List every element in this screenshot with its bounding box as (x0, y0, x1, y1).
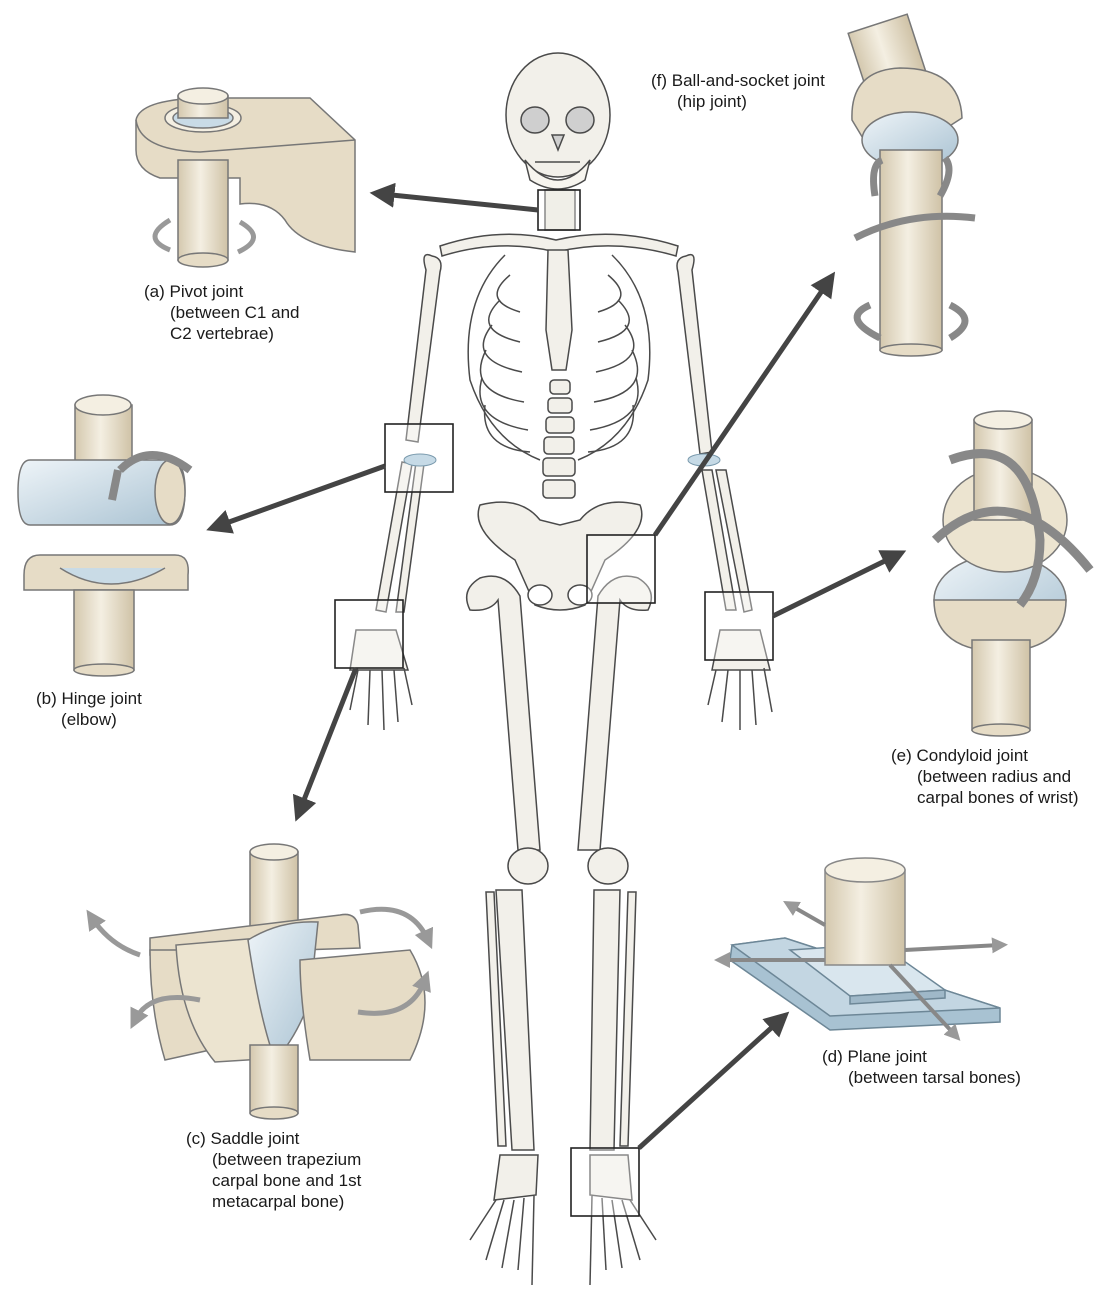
rib-cage (467, 254, 651, 461)
left-femur (465, 575, 541, 851)
condyloid-title: (e) Condyloid joint (891, 746, 1029, 765)
saddle-title: (c) Saddle joint (186, 1129, 300, 1148)
box-ankle (570, 1147, 640, 1217)
region-boxes (334, 189, 774, 1217)
label-saddle-joint: (c) Saddle joint (between trapezium carp… (186, 1128, 361, 1212)
left-hand (349, 629, 413, 731)
saddle-desc-2: carpal bone and 1st (212, 1171, 362, 1190)
saddle-desc-3: metacarpal bone) (212, 1192, 345, 1211)
ball-title: (f) Ball-and-socket joint (651, 71, 825, 90)
arrow-to-saddle (292, 667, 359, 822)
condyloid-desc-2: carpal bones of wrist) (917, 788, 1079, 807)
arrow-to-ball (652, 271, 836, 537)
label-ball-and-socket-joint: (f) Ball-and-socket joint (hip joint) (651, 70, 825, 112)
left-humerus (405, 253, 442, 443)
vertebral-column (542, 379, 576, 499)
right-humerus (676, 253, 713, 455)
elbow-cartilage (403, 453, 437, 467)
right-patella (587, 847, 629, 885)
saddle-joint-model (86, 843, 434, 1120)
sternum (545, 249, 573, 371)
clavicles (439, 233, 679, 257)
label-condyloid-joint: (e) Condyloid joint (between radius and … (891, 745, 1079, 808)
right-forearm (701, 469, 753, 613)
leader-arrows (206, 182, 907, 1150)
pelvis (477, 501, 643, 611)
box-hip (586, 534, 656, 604)
plane-desc: (between tarsal bones) (848, 1068, 1021, 1087)
hinge-desc: (elbow) (61, 710, 117, 729)
pivot-desc-2: C2 vertebrae) (170, 324, 274, 343)
left-fibula (485, 891, 507, 1147)
arrow-to-plane (637, 1011, 790, 1150)
cervical-vertebrae (544, 189, 576, 231)
pivot-desc-1: (between C1 and (170, 303, 300, 322)
condyloid-joint-model (931, 410, 1094, 737)
condyloid-desc-1: (between radius and (917, 767, 1072, 786)
pivot-joint-model (135, 87, 356, 268)
hinge-title: (b) Hinge joint (36, 689, 142, 708)
hinge-joint-model (17, 394, 193, 677)
arrow-to-condyloid (771, 550, 907, 619)
box-left-wrist (334, 599, 404, 669)
ball-desc: (hip joint) (677, 92, 747, 111)
right-foot (589, 1154, 657, 1286)
right-tibia (589, 889, 621, 1151)
skull (505, 52, 611, 190)
plane-title: (d) Plane joint (822, 1047, 927, 1066)
skeleton (349, 52, 773, 1286)
left-patella (507, 847, 549, 885)
right-femur (577, 575, 653, 851)
box-neck (537, 189, 581, 231)
left-foot (469, 1154, 539, 1286)
label-plane-joint: (d) Plane joint (between tarsal bones) (822, 1046, 1021, 1088)
arrow-to-pivot (369, 182, 539, 213)
pivot-title: (a) Pivot joint (144, 282, 244, 301)
label-pivot-joint: (a) Pivot joint (between C1 and C2 verte… (144, 281, 299, 344)
left-tibia (495, 889, 535, 1151)
ball-and-socket-model (847, 13, 976, 357)
saddle-desc-1: (between trapezium (212, 1150, 362, 1169)
arrow-to-hinge (206, 463, 386, 534)
label-hinge-joint: (b) Hinge joint (elbow) (36, 688, 142, 730)
right-fibula (619, 891, 637, 1147)
box-right-wrist (704, 591, 774, 661)
plane-joint-model (714, 857, 1008, 1041)
